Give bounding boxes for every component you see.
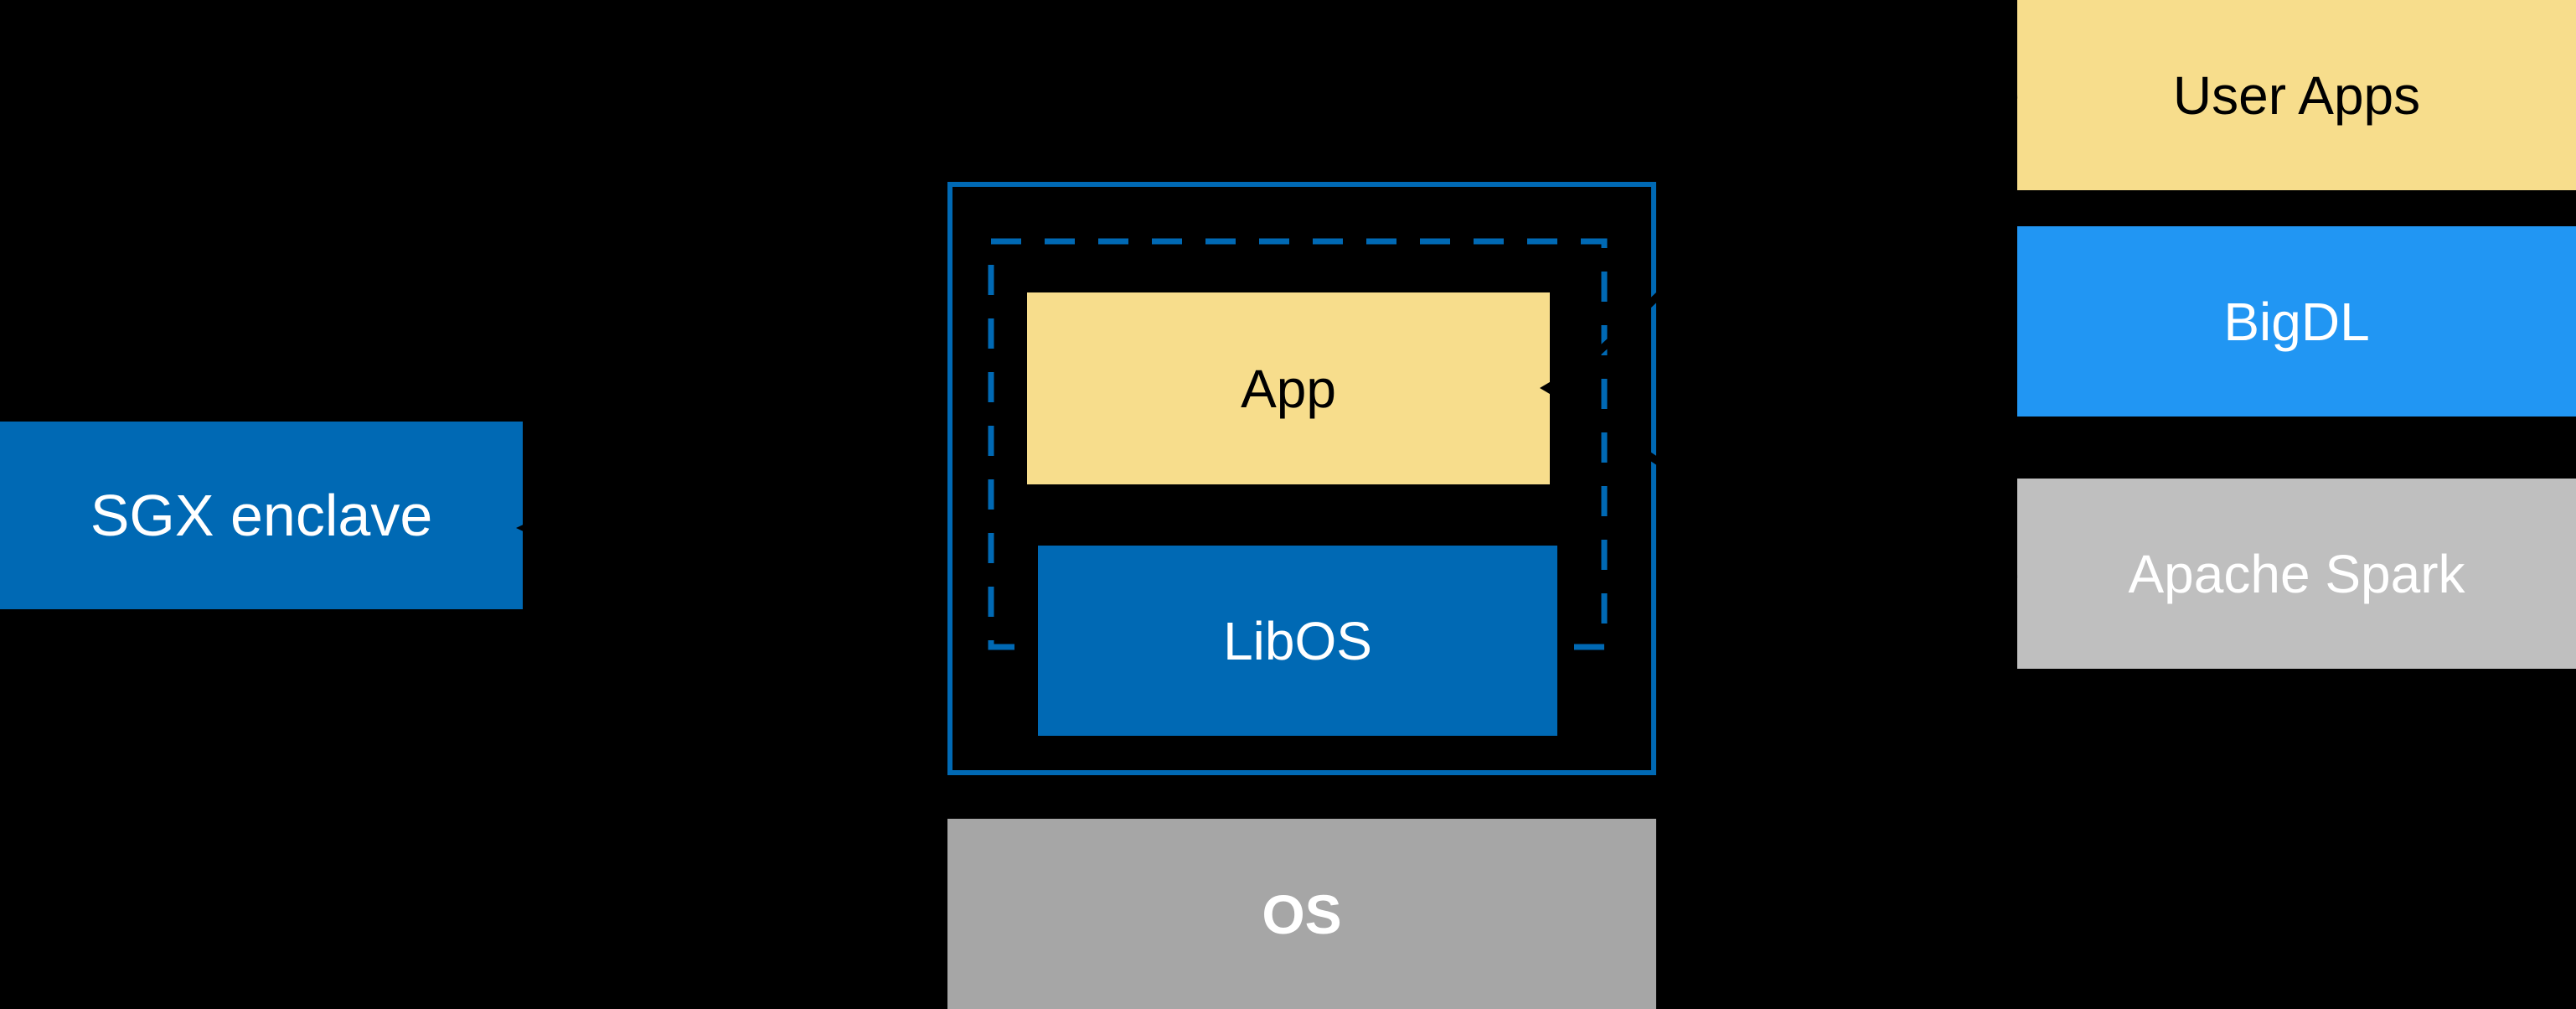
bigdl-box: BigDL	[2017, 226, 2576, 417]
libos-label: LibOS	[1223, 610, 1372, 671]
user-apps-label: User Apps	[2172, 65, 2421, 126]
sgx-enclave-label: SGX enclave	[90, 483, 433, 548]
os-label: OS	[1262, 882, 1342, 945]
app-box: App	[1027, 292, 1550, 484]
user-apps-box: User Apps	[2017, 0, 2576, 190]
app-label: App	[1241, 358, 1336, 419]
bigdl-label: BigDL	[2223, 291, 2370, 352]
apache-spark-label: Apache Spark	[2128, 543, 2465, 604]
libos-box: LibOS	[1038, 546, 1557, 736]
os-box: OS	[947, 819, 1656, 1009]
sgx-enclave-label-box: SGX enclave	[0, 422, 523, 609]
apache-spark-box: Apache Spark	[2017, 479, 2576, 669]
